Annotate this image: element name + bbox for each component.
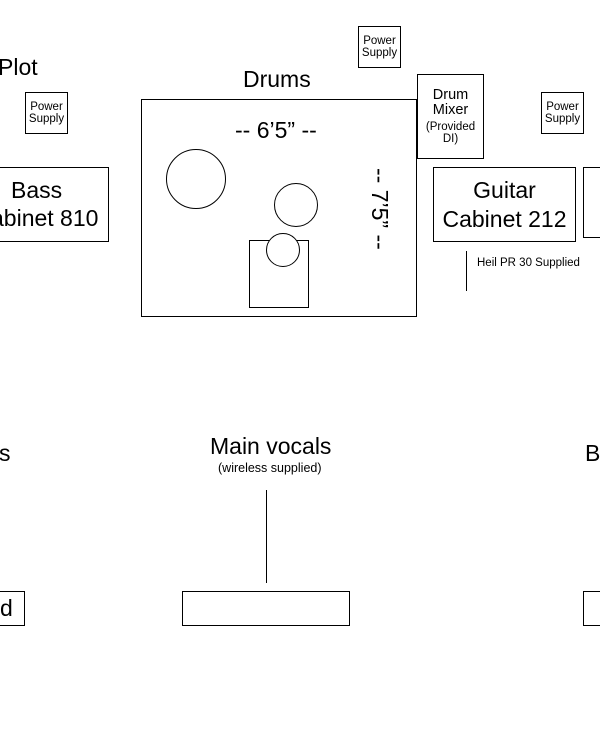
power-supply-label: Supply xyxy=(361,47,398,59)
power-supply-label: Power xyxy=(546,100,579,113)
bass-cabinet-label: Bass xyxy=(11,177,63,203)
guitar-cabinet: Guitar Cabinet 212 xyxy=(433,167,576,242)
drum-mixer-note: (Provided xyxy=(425,120,476,133)
main-vocals-mic-line xyxy=(266,490,267,583)
guitar-cabinet-label: Cabinet 212 xyxy=(442,205,567,232)
main-vocals-label: Main vocals xyxy=(210,433,332,459)
guitar-cabinet-label: Guitar xyxy=(473,177,536,204)
drum-mixer: Drum Mixer (Provided DI) xyxy=(417,74,484,159)
bass-cabinet: Bass abinet 810 xyxy=(0,167,109,242)
right-vocal-label: B xyxy=(585,440,600,466)
power-supply-right: Power Supply xyxy=(541,92,584,134)
cabinet-offstage-right xyxy=(583,167,600,238)
bass-cabinet-label: abinet 810 xyxy=(0,205,99,231)
diagram-title: Plot xyxy=(0,54,38,80)
power-supply-label: Power xyxy=(30,100,63,113)
guitar-mic-note: Heil PR 30 Supplied xyxy=(477,257,580,269)
left-vocal-label: s xyxy=(0,440,11,466)
left-stand-box: d xyxy=(0,591,25,626)
rack-tom xyxy=(274,183,318,227)
drum-mixer-label: Mixer xyxy=(432,102,469,119)
left-stand-label: d xyxy=(0,595,13,621)
snare-drum xyxy=(266,233,300,267)
drum-riser-depth-label: -- 7’5” -- xyxy=(367,168,394,250)
drum-riser-width-label: -- 6’5” -- xyxy=(235,117,317,143)
drum-mixer-label: Drum xyxy=(432,87,469,104)
power-supply-label: Supply xyxy=(544,113,581,125)
drum-mixer-note: DI) xyxy=(442,132,459,145)
guitar-mic-line xyxy=(466,251,467,291)
power-supply-top: Power Supply xyxy=(358,26,401,68)
drums-label: Drums xyxy=(243,66,311,92)
main-vocals-stand xyxy=(182,591,350,626)
right-stand-box xyxy=(583,591,600,626)
main-vocals-note: (wireless supplied) xyxy=(218,461,322,475)
power-supply-left: Power Supply xyxy=(25,92,68,134)
power-supply-label: Power xyxy=(363,34,396,47)
power-supply-label: Supply xyxy=(28,113,65,125)
floor-tom xyxy=(166,149,226,209)
